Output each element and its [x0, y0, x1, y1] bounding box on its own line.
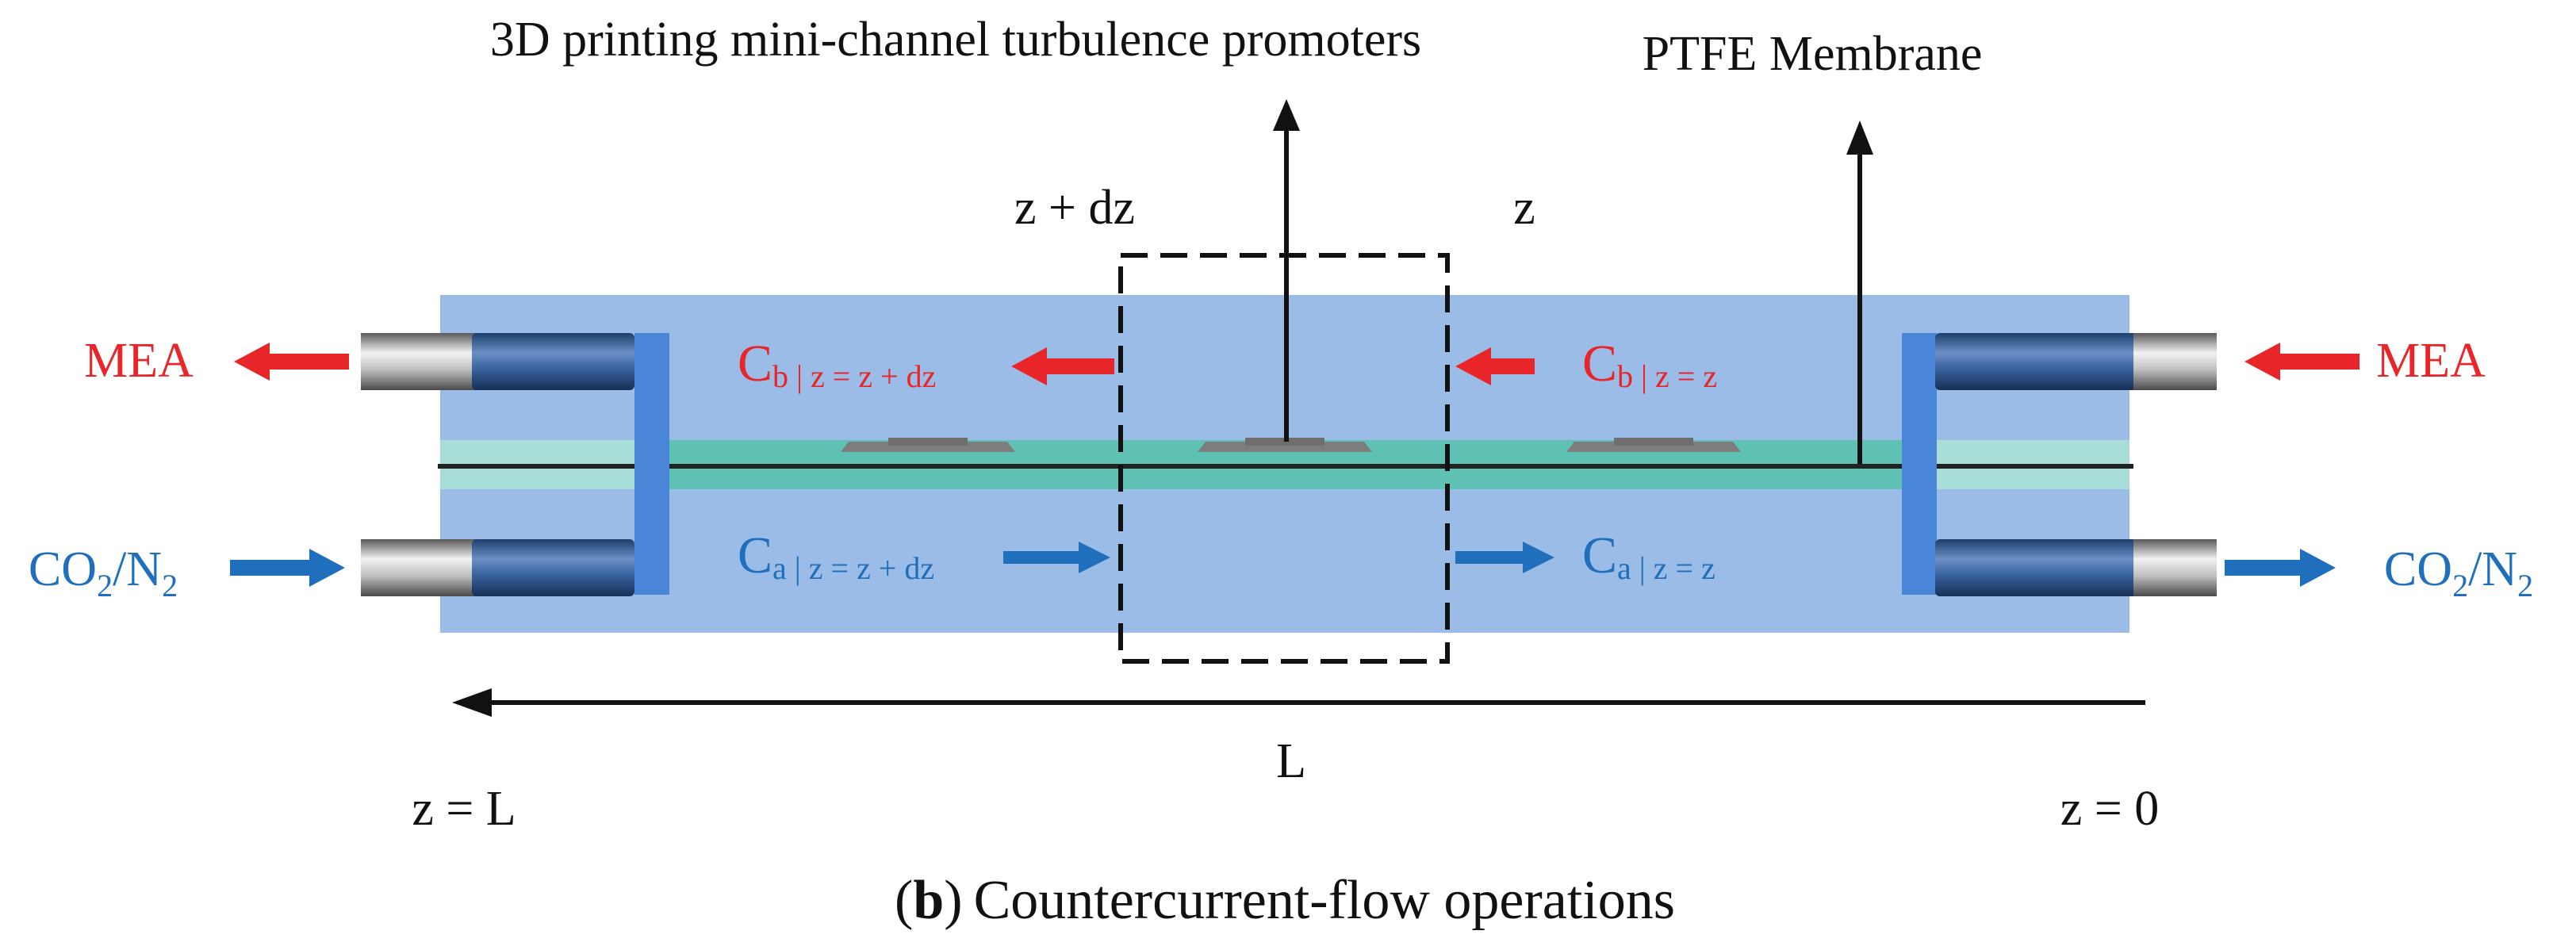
- gas-in-base: CO: [29, 542, 97, 596]
- caption-letter: b: [913, 870, 944, 931]
- ca-right-main: C: [1582, 527, 1617, 584]
- mea-in-label: MEA: [2376, 334, 2486, 388]
- turbulence-promoters: [841, 438, 1741, 452]
- z-equals-zero-label: z = 0: [2060, 782, 2159, 836]
- promoters-label: 3D printing mini-channel turbulence prom…: [490, 13, 1421, 67]
- membrane-label: PTFE Membrane: [1643, 27, 1983, 81]
- cb-left-arrow: [1011, 347, 1114, 385]
- z-label: z: [1513, 181, 1535, 235]
- gas-in-arrow: [230, 549, 345, 587]
- cb-left-main: C: [738, 335, 772, 393]
- promoter-3-top: [1614, 438, 1693, 446]
- cb-right-sub: b | z = z: [1617, 358, 1717, 394]
- caption-open: (: [895, 870, 913, 931]
- gas-out-base: CO: [2384, 542, 2452, 596]
- cb-right-label: Cb | z = z: [1582, 335, 1717, 394]
- cb-left-label: Cb | z = z + dz: [738, 335, 936, 394]
- promoter-pointer-arrowhead: [1273, 99, 1300, 131]
- cb-right-main: C: [1582, 335, 1617, 393]
- ca-right-sub: a | z = z: [1617, 550, 1715, 586]
- length-arrowhead: [452, 688, 492, 717]
- membrane-pointer-arrowhead: [1846, 121, 1873, 155]
- left-top-pipe: [361, 333, 634, 390]
- ca-left-main: C: [738, 527, 772, 584]
- ca-right-arrow: [1455, 542, 1554, 573]
- gas-out-sub2: 2: [2517, 568, 2533, 603]
- z-equals-l-label: z = L: [412, 782, 516, 836]
- gas-out-mid: /N: [2468, 542, 2517, 596]
- gas-out-sub1: 2: [2452, 568, 2468, 603]
- gas-in-label: CO2/N2: [29, 542, 178, 603]
- left-bottom-pipe: [361, 539, 634, 596]
- caption: (b)Countercurrent-flow operations: [895, 870, 1675, 931]
- right-top-pipe: [1935, 333, 2217, 390]
- mea-out-label: MEA: [84, 334, 194, 388]
- promoter-3: [1566, 442, 1741, 452]
- gas-in-sub2: 2: [162, 568, 178, 603]
- z-plus-dz-label: z + dz: [1014, 181, 1135, 235]
- ca-right-label: Ca | z = z: [1582, 527, 1715, 586]
- cb-left-sub: b | z = z + dz: [772, 358, 936, 394]
- promoter-1-top: [888, 438, 968, 446]
- mea-out-arrow: [234, 343, 349, 381]
- left-end-plate: [634, 333, 669, 595]
- gas-in-sub1: 2: [97, 568, 113, 603]
- right-end-plate: [1902, 333, 1937, 595]
- gas-in-mid: /N: [113, 542, 162, 596]
- caption-close: ): [944, 870, 962, 931]
- promoter-1: [841, 442, 1015, 452]
- caption-text: Countercurrent-flow operations: [974, 870, 1675, 931]
- cb-right-arrow: [1455, 347, 1535, 385]
- gas-out-arrow: [2225, 549, 2336, 587]
- length-label: L: [1276, 734, 1306, 788]
- right-bottom-pipe: [1935, 539, 2217, 596]
- gas-out-label: CO2/N2: [2384, 542, 2533, 603]
- promoter-2: [1198, 442, 1372, 452]
- mea-in-arrow: [2244, 343, 2359, 381]
- ca-left-label: Ca | z = z + dz: [738, 527, 934, 586]
- ca-left-arrow: [1003, 542, 1110, 573]
- ca-left-sub: a | z = z + dz: [772, 550, 934, 586]
